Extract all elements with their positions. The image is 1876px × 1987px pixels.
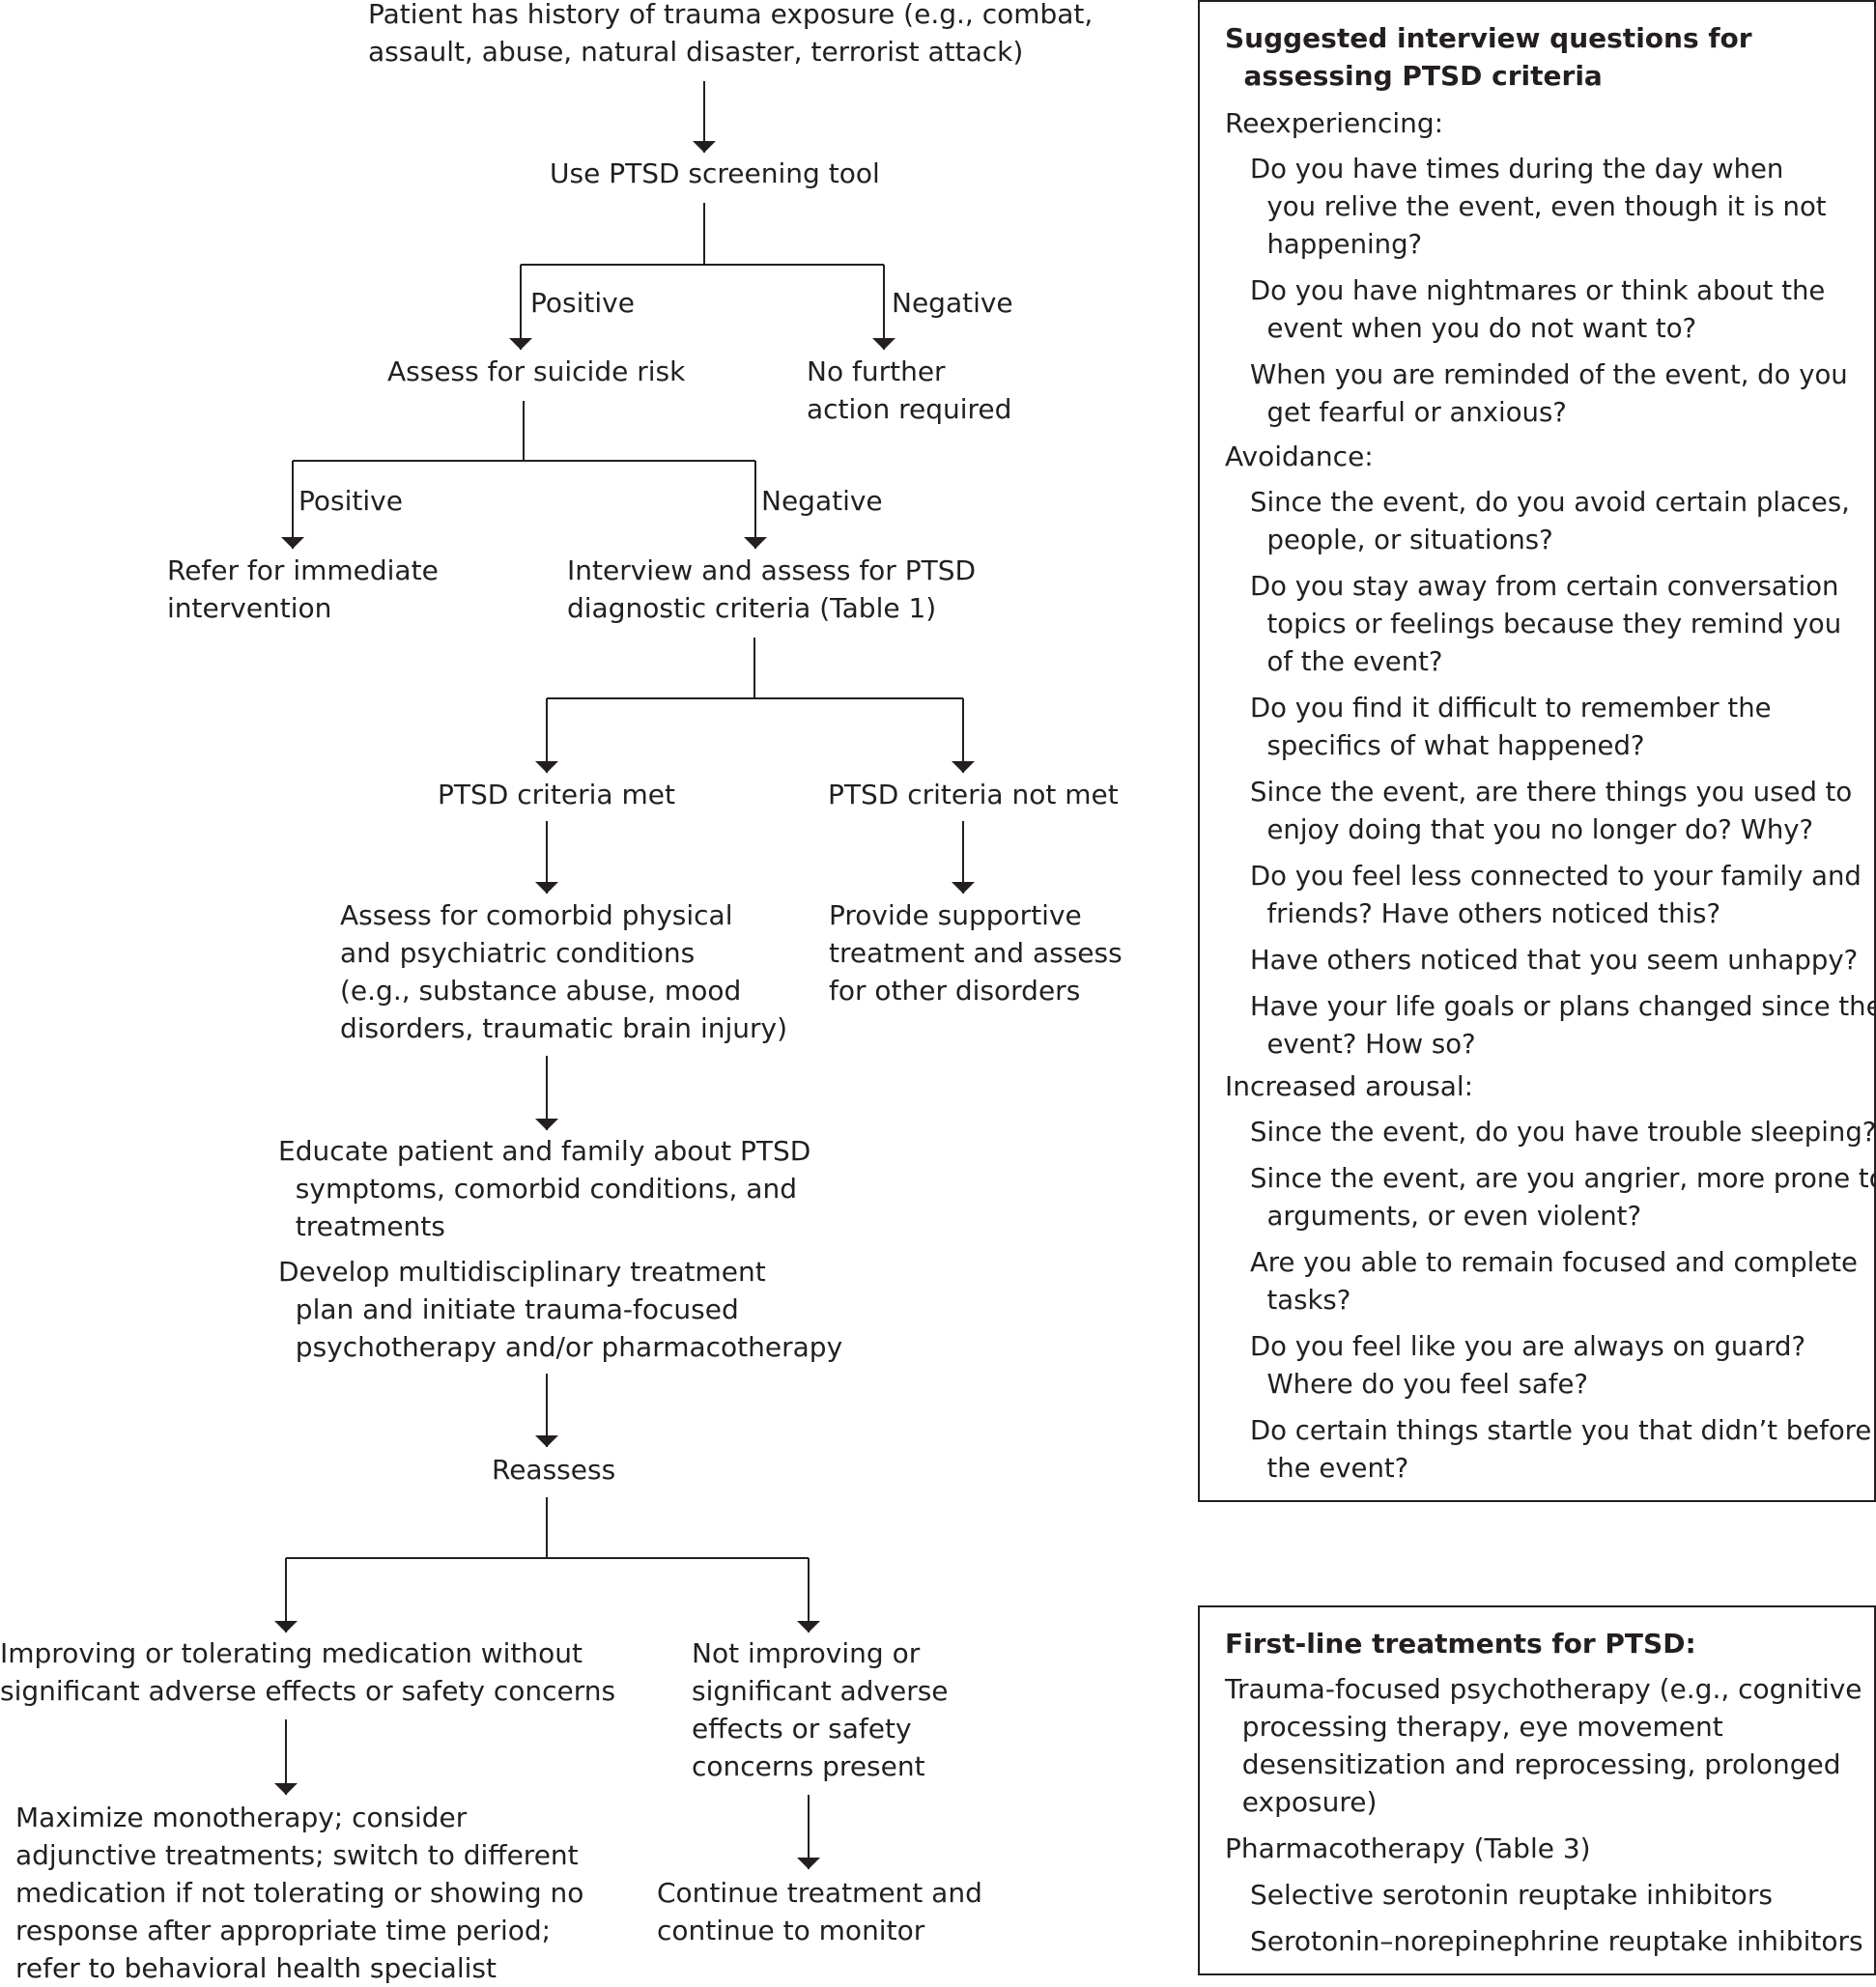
- node-develop-plan: Develop multidisciplinary treatment plan…: [278, 1256, 843, 1363]
- question-item: Have others noticed that you seem unhapp…: [1250, 945, 1859, 976]
- node-improving: Improving or tolerating medication witho…: [0, 1637, 616, 1707]
- question-item: Since the event, are you angrier, more p…: [1250, 1163, 1876, 1232]
- question-item: Do you stay away from certain conversati…: [1250, 571, 1842, 677]
- section-heading-reexperiencing: Reexperiencing:: [1225, 107, 1444, 139]
- treatments-title: First-line treatments for PTSD:: [1225, 1628, 1696, 1660]
- treatments-box: [1198, 1605, 1876, 1975]
- treatment-snri: Serotonin–norepinephrine reuptake inhibi…: [1250, 1925, 1863, 1957]
- treatment-pharmacotherapy: Pharmacotherapy (Table 3): [1225, 1832, 1591, 1864]
- section-heading-increased-arousal: Increased arousal:: [1225, 1070, 1474, 1102]
- node-not-improving: Not improving or significant adverse eff…: [692, 1637, 949, 1782]
- node-suicide-risk: Assess for suicide risk: [387, 355, 686, 387]
- interview-questions-box: [1198, 0, 1876, 1502]
- arousal-questions: Since the event, do you have trouble sle…: [1250, 1114, 1876, 1488]
- question-item: Do you feel like you are always on guard…: [1250, 1331, 1806, 1400]
- node-criteria-met: PTSD criteria met: [438, 779, 675, 810]
- avoidance-questions: Since the event, do you avoid certain pl…: [1250, 484, 1876, 1064]
- node-no-further-action: No further action required: [807, 355, 1012, 425]
- question-item: Do you have nightmares or think about th…: [1250, 275, 1826, 344]
- node-maximize-monotherapy: Maximize monotherapy; consider adjunctiv…: [15, 1802, 584, 1984]
- node-criteria-not-met: PTSD criteria not met: [828, 779, 1119, 810]
- question-item: Since the event, do you have trouble sle…: [1250, 1117, 1876, 1148]
- question-item: Do you find it difficult to remember the…: [1250, 693, 1772, 761]
- section-heading-avoidance: Avoidance:: [1225, 440, 1374, 472]
- treatment-ssri: Selective serotonin reuptake inhibitors: [1250, 1879, 1773, 1911]
- reexperiencing-questions: Do you have times during the day when yo…: [1250, 151, 1848, 432]
- treatment-psychotherapy: Trauma-focused psychotherapy (e.g., cogn…: [1225, 1673, 1862, 1818]
- question-item: Since the event, do you avoid certain pl…: [1250, 487, 1850, 555]
- label-screening-positive: Positive: [530, 287, 635, 319]
- question-item: Since the event, are there things you us…: [1250, 777, 1853, 845]
- question-item: Do you feel less connected to your famil…: [1250, 861, 1862, 929]
- question-item: When you are reminded of the event, do y…: [1250, 359, 1848, 428]
- node-trauma-history: Patient has history of trauma exposure (…: [368, 0, 1094, 68]
- node-interview-assess: Interview and assess for PTSD diagnostic…: [567, 554, 977, 624]
- interview-questions-title: Suggested interview questions for assess…: [1225, 22, 1752, 92]
- node-reassess: Reassess: [492, 1454, 616, 1486]
- question-item: Have your life goals or plans changed si…: [1250, 991, 1876, 1060]
- node-screening-tool: Use PTSD screening tool: [550, 157, 880, 189]
- node-supportive-treatment: Provide supportive treatment and assess …: [829, 899, 1123, 1007]
- node-educate-patient: Educate patient and family about PTSD sy…: [278, 1135, 811, 1242]
- label-suicide-negative: Negative: [761, 485, 883, 517]
- node-continue-treatment: Continue treatment and continue to monit…: [657, 1877, 982, 1946]
- question-item: Do certain things startle you that didn’…: [1250, 1415, 1872, 1484]
- label-suicide-positive: Positive: [298, 485, 403, 517]
- node-refer-intervention: Refer for immediate intervention: [167, 554, 439, 624]
- label-screening-negative: Negative: [892, 287, 1013, 319]
- node-assess-comorbid: Assess for comorbid physical and psychia…: [340, 899, 787, 1044]
- question-item: Are you able to remain focused and compl…: [1250, 1247, 1858, 1316]
- question-item: Do you have times during the day when yo…: [1250, 154, 1827, 260]
